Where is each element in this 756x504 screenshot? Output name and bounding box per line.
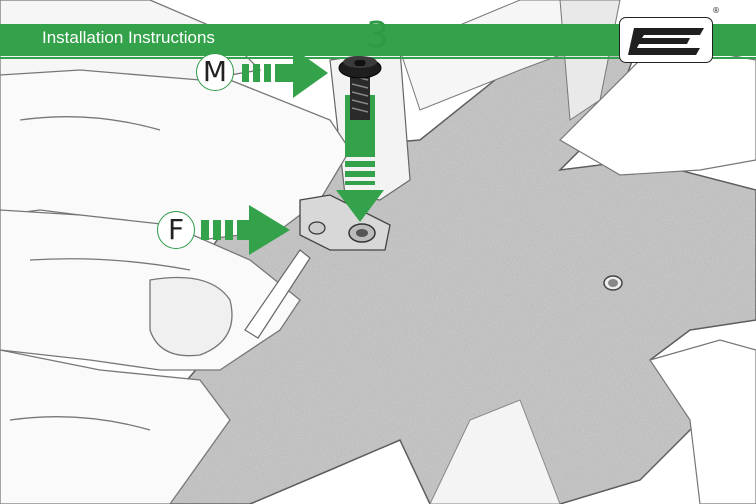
ep-logo-mark-icon: [620, 18, 714, 64]
registered-mark: ®: [712, 6, 720, 15]
callout-label-f: F: [157, 211, 195, 249]
step-number: 3: [366, 16, 389, 56]
page-title: Installation Instructions: [42, 28, 215, 48]
callout-label-m: M: [196, 53, 234, 91]
brand-logo: [619, 17, 713, 63]
